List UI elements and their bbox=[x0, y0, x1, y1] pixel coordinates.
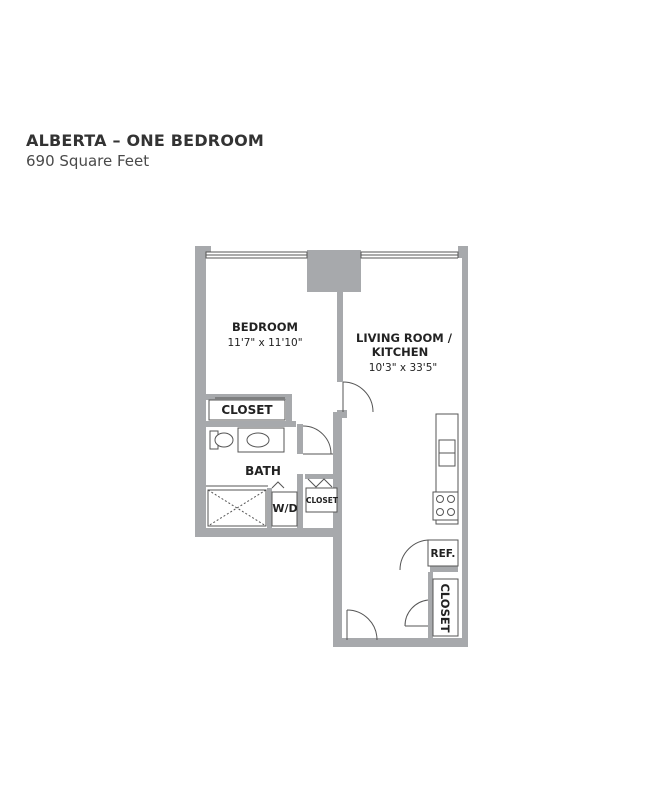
bath-door-swing bbox=[302, 425, 332, 455]
wall-ref-bottom bbox=[430, 566, 458, 572]
sink-icon bbox=[246, 432, 270, 448]
entry-closet-door-swing bbox=[404, 599, 429, 627]
bath-fixtures bbox=[206, 427, 338, 527]
bath-label: BATH bbox=[245, 464, 281, 478]
entry-closet-label: CLOSET bbox=[438, 583, 452, 632]
washer-dryer-icon bbox=[271, 491, 298, 527]
refrigerator-icon bbox=[427, 539, 459, 567]
wall-bath-living bbox=[333, 412, 342, 646]
wall-bath-bottom bbox=[195, 528, 338, 537]
small-closet-bifold bbox=[307, 478, 333, 488]
entry-closet-icon bbox=[432, 578, 459, 637]
wd-bifold bbox=[271, 481, 285, 489]
wall-wd-left bbox=[267, 488, 272, 530]
wd-label: W/D bbox=[272, 502, 297, 515]
wall-bedroom-bottom bbox=[206, 394, 292, 400]
toilet-icon bbox=[214, 432, 234, 448]
bedroom-closet-icon bbox=[208, 399, 286, 421]
wall-closet-bottom bbox=[206, 421, 296, 427]
bedroom-door-swing bbox=[342, 381, 374, 413]
wall-bedroom-living bbox=[337, 292, 343, 382]
wall-left bbox=[195, 246, 206, 536]
wall-entry-closet-left bbox=[428, 572, 433, 638]
structural-column bbox=[307, 250, 361, 292]
ref-label: REF. bbox=[431, 548, 456, 560]
stove-icon bbox=[432, 491, 459, 521]
room-labels: BEDROOM 11'7" x 11'10" LIVING ROOM / KIT… bbox=[221, 320, 455, 633]
living-size: 10'3" x 33'5" bbox=[369, 362, 437, 374]
ref-door-swing bbox=[399, 539, 431, 571]
shower-icon bbox=[207, 489, 267, 527]
wall-bottom bbox=[333, 638, 468, 647]
bedroom-closet-label: CLOSET bbox=[221, 403, 273, 417]
wall-corridor-corner bbox=[337, 410, 347, 418]
entry-door-swing bbox=[346, 609, 378, 641]
wall-closet-right bbox=[286, 394, 292, 424]
small-closet-icon bbox=[305, 487, 338, 513]
plan-title: ALBERTA – ONE BEDROOM bbox=[26, 131, 265, 150]
wall-small-closet-top bbox=[305, 474, 337, 479]
wall-bath-right-lower bbox=[297, 474, 303, 534]
plan-square-footage: 690 Square Feet bbox=[26, 152, 150, 170]
bedroom-size: 11'7" x 11'10" bbox=[227, 337, 302, 349]
kitchen-fixtures bbox=[208, 399, 459, 637]
living-label-line2: KITCHEN bbox=[372, 345, 429, 359]
wall-bath-right-upper bbox=[297, 424, 303, 454]
walls bbox=[195, 246, 468, 647]
doors bbox=[215, 381, 431, 641]
bedroom-label: BEDROOM bbox=[232, 320, 298, 334]
living-label-line1: LIVING ROOM / bbox=[356, 331, 453, 345]
windows bbox=[205, 251, 462, 638]
wall-right bbox=[458, 246, 468, 646]
small-closet-label: CLOSET bbox=[306, 496, 339, 505]
